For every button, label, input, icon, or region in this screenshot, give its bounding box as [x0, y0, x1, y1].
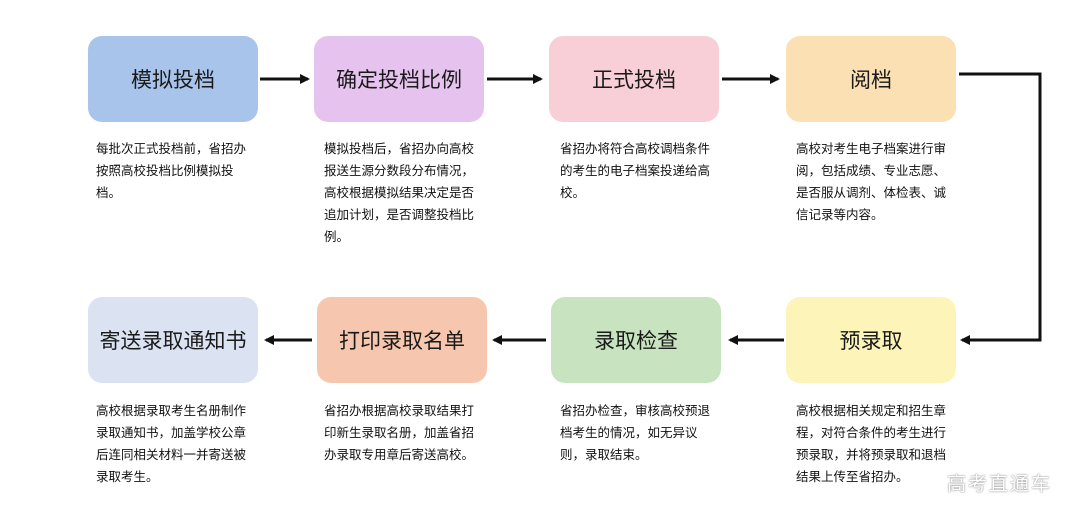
step-mock-admission: 模拟投档: [88, 36, 258, 122]
watermark: 高考直通车: [946, 473, 1052, 495]
step-file-review: 阅档: [786, 36, 956, 122]
step-admission-check-desc: 省招办检查，审核高校预退档考生的情况，如无异议则，录取结束。: [560, 403, 711, 462]
step-formal-admission-desc: 省招办将符合高校调档条件的考生的电子档案投递给高校。: [560, 141, 711, 200]
step-admission-ratio: 确定投档比例: [314, 36, 484, 122]
step-print-roster-desc: 省招办根据高校录取结果打印新生录取名册，加盖省招办录取专用章后寄送高校。: [324, 403, 475, 462]
step-admission-check: 录取检查: [551, 297, 721, 383]
step-pre-admission-desc: 高校根据相关规定和招生章程，对符合条件的考生进行预录取，并将预录取和退档结果上传…: [796, 403, 947, 484]
step-admission-ratio-desc: 模拟投档后，省招办向高校报送生源分数段分布情况，高校根据模拟结果决定是否追加计划…: [324, 141, 475, 244]
step-pre-admission: 预录取: [786, 297, 956, 383]
step-send-notice-desc: 高校根据录取考生名册制作录取通知书，加盖学校公章后连同相关材料一并寄送被录取考生…: [96, 403, 247, 484]
step-file-review-desc: 高校对考生电子档案进行审阅，包括成绩、专业志愿、是否服从调剂、体检表、诚信记录等…: [796, 141, 947, 222]
step-send-notice: 寄送录取通知书: [88, 297, 258, 383]
step-formal-admission: 正式投档: [549, 36, 719, 122]
arrow-4-to-5: [959, 72, 1042, 345]
step-print-roster: 打印录取名单: [317, 297, 487, 383]
step-mock-admission-desc: 每批次正式投档前，省招办按照高校投档比例模拟投档。: [96, 141, 247, 200]
